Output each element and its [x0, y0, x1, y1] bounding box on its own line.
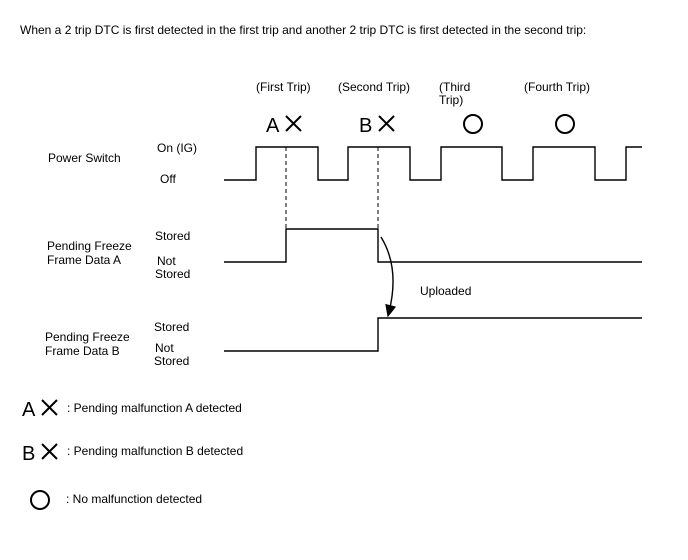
legend-b-letter: B	[22, 443, 35, 465]
trip-label-fourth: (Fourth Trip)	[524, 80, 590, 94]
power-switch-label: Power Switch	[48, 151, 121, 165]
cross-icon	[41, 399, 58, 416]
circle-icon	[30, 490, 50, 510]
marker-a-detected: A	[266, 115, 302, 137]
legend-a-letter: A	[22, 399, 36, 421]
freeze-b-label-line1: Pending Freeze	[45, 330, 130, 344]
freeze-a-label-line1: Pending Freeze	[47, 239, 132, 253]
freeze-a-not-stored-line1: Not	[157, 254, 176, 268]
freeze-b-label-line2: Frame Data B	[45, 344, 120, 358]
uploaded-arrow	[380, 236, 397, 318]
cross-icon	[41, 443, 58, 460]
legend-item-a: A : Pending malfunction A detected	[22, 399, 242, 421]
legend-a-text: : Pending malfunction A detected	[67, 401, 242, 415]
legend-none-text: : No malfunction detected	[66, 492, 202, 506]
freeze-b-stored-label: Stored	[154, 320, 189, 334]
legend-item-none: : No malfunction detected	[30, 490, 202, 510]
marker-a-letter: A	[266, 115, 280, 137]
trip-label-third-line1: (Third	[439, 80, 470, 94]
legend-item-b: B : Pending malfunction B detected	[22, 443, 243, 465]
power-switch-waveform	[224, 146, 642, 181]
power-switch-on-label: On (IG)	[157, 141, 197, 155]
freeze-b-not-stored-line1: Not	[155, 341, 174, 355]
freeze-a-not-stored-line2: Stored	[155, 267, 190, 281]
marker-b-detected: B	[359, 115, 395, 137]
freeze-a-stored-label: Stored	[155, 229, 190, 243]
freeze-a-label-line2: Frame Data A	[47, 253, 121, 267]
freeze-b-not-stored-line2: Stored	[154, 354, 189, 368]
trip-label-second: (Second Trip)	[338, 80, 410, 94]
cross-icon	[285, 115, 302, 132]
marker-b-letter: B	[359, 115, 372, 137]
freeze-a-waveform	[224, 228, 642, 263]
header-text: When a 2 trip DTC is first detected in t…	[20, 23, 586, 37]
legend-b-text: : Pending malfunction B detected	[67, 444, 243, 458]
circle-icon	[555, 114, 575, 134]
trip-label-first: (First Trip)	[256, 80, 311, 94]
freeze-b-waveform	[224, 317, 642, 352]
uploaded-label: Uploaded	[420, 284, 471, 298]
cross-icon	[378, 115, 395, 132]
trip-label-third-line2: Trip)	[439, 93, 463, 107]
legend: A : Pending malfunction A detected B : P…	[22, 399, 243, 510]
circle-icon	[463, 114, 483, 134]
power-switch-off-label: Off	[160, 172, 176, 186]
